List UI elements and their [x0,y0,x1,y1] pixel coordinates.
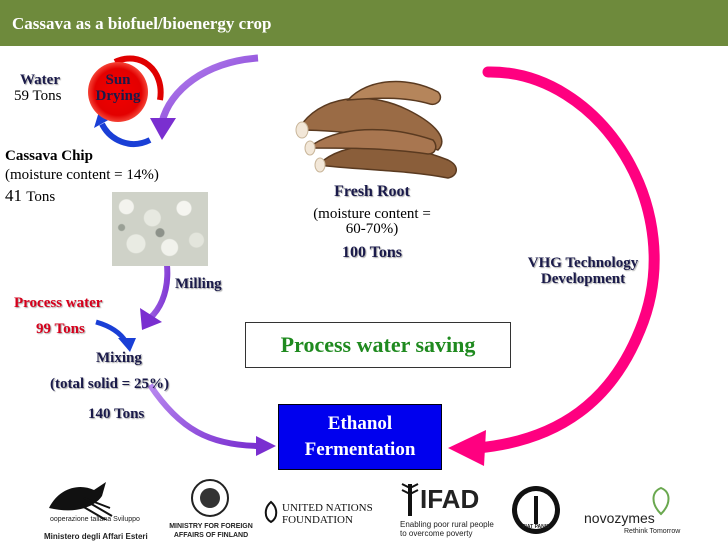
vhg-line2: Development [540,271,626,287]
dove-hand-icon [49,482,113,520]
red-arrow [113,55,164,101]
logos-row: ooperazione taliana Sviluppo Ministero d… [0,476,728,546]
sun-drying-label: Sun Drying [86,72,150,104]
ifad-tagline: Enabling poor rural people to overcome p… [400,520,494,538]
novozymes-leaf-icon [652,486,670,516]
page-title: Cassava as a biofuel/bioenergy crop [12,14,272,33]
fresh-root-moisture-2: 60-70%) [345,221,399,237]
finland-line2: AFFAIRS OF FINLAND [173,532,249,539]
vhg-label: VHG Technology Development [510,255,656,287]
ethanol-fermentation-box: Ethanol Fermentation [278,404,442,470]
finland-logo: MINISTRY FOR FOREIGN AFFAIRS OF FINLAND [158,478,264,544]
mixing-label: Mixing [96,350,142,366]
coop-line1: ooperazione [50,516,89,523]
finland-line1: MINISTRY FOR FOREIGN [169,523,253,530]
fao-emblem-icon [512,486,560,534]
ethanol-line2: Fermentation [304,439,416,460]
fresh-root-amount: 100 Tons [341,244,403,261]
milling-label: Milling [175,276,222,292]
process-water-saving-box: Process water saving [245,322,511,368]
ethanol-line1: Ethanol [327,413,393,434]
laurel-icon [264,500,278,524]
fao-logo: FIAT PANIS [508,480,564,540]
novozymes-tag: Rethink Tomorrow [624,528,681,535]
sun-drying-circle [88,62,148,122]
ifad-line1: Enabling poor rural people [400,520,494,529]
finland-text: MINISTRY FOR FOREIGN AFFAIRS OF FINLAND [158,522,264,540]
un-line2: FOUNDATION [282,514,353,526]
ifad-logo: IFAD Enabling poor rural people to overc… [398,480,502,540]
process-water-label: Process water [14,295,103,311]
finland-seal-icon [191,479,229,517]
purple-arrow-ethanol [147,383,276,456]
coop-line2: taliana [90,516,112,523]
un-text: UNITED NATIONS FOUNDATION [282,502,373,526]
header-bar [0,0,728,46]
mixing-amount: 140 Tons [88,406,145,422]
novozymes-logo: novozymes Rethink Tomorrow [580,486,690,536]
un-foundation-logo: UNITED NATIONS FOUNDATION [262,500,380,530]
cassava-chip-moisture: (moisture content = 14%) [5,167,159,183]
magenta-arrow [448,66,660,466]
cassava-chips-image [112,192,208,266]
fresh-root-moisture-1: (moisture content = [313,206,431,222]
chip-amount-unit: Tons [26,189,56,205]
coop-ministry: Ministero degli Affari Esteri [44,532,148,541]
ifad-line2: to overcome poverty [400,529,473,538]
drying-label: Drying [95,88,141,104]
fresh-root-moisture: (moisture content = 60-70%) [282,207,462,237]
coop-line3: Sviluppo [113,516,140,523]
fao-text: FIAT PANIS [522,524,550,530]
novozymes-name: novozymes [584,510,655,526]
cassava-chip-amount: 41 Tons [5,186,55,206]
ifad-wheat-icon [401,483,419,516]
vhg-line1: VHG Technology [527,255,639,271]
cassava-roots-image [295,80,457,179]
water-amount: 59 Tons [14,88,62,104]
un-line1: UNITED NATIONS [282,502,373,514]
mixing-solid: (total solid = 25%) [50,376,169,392]
purple-arrow-top [150,54,259,140]
blue-arrow-process [95,319,136,352]
cassava-chip-title: Cassava Chip [5,148,93,164]
ifad-title: IFAD [420,484,480,514]
sun-label: Sun [105,72,131,88]
water-label: Water [20,72,60,88]
cooperazione-text: ooperazione taliana Sviluppo [50,516,140,524]
cooperazione-logo: ooperazione taliana Sviluppo Ministero d… [40,478,160,544]
process-water-amount: 99 Tons [36,321,85,337]
fresh-root-title: Fresh Root [334,183,410,200]
chip-amount-number: 41 [5,186,22,205]
